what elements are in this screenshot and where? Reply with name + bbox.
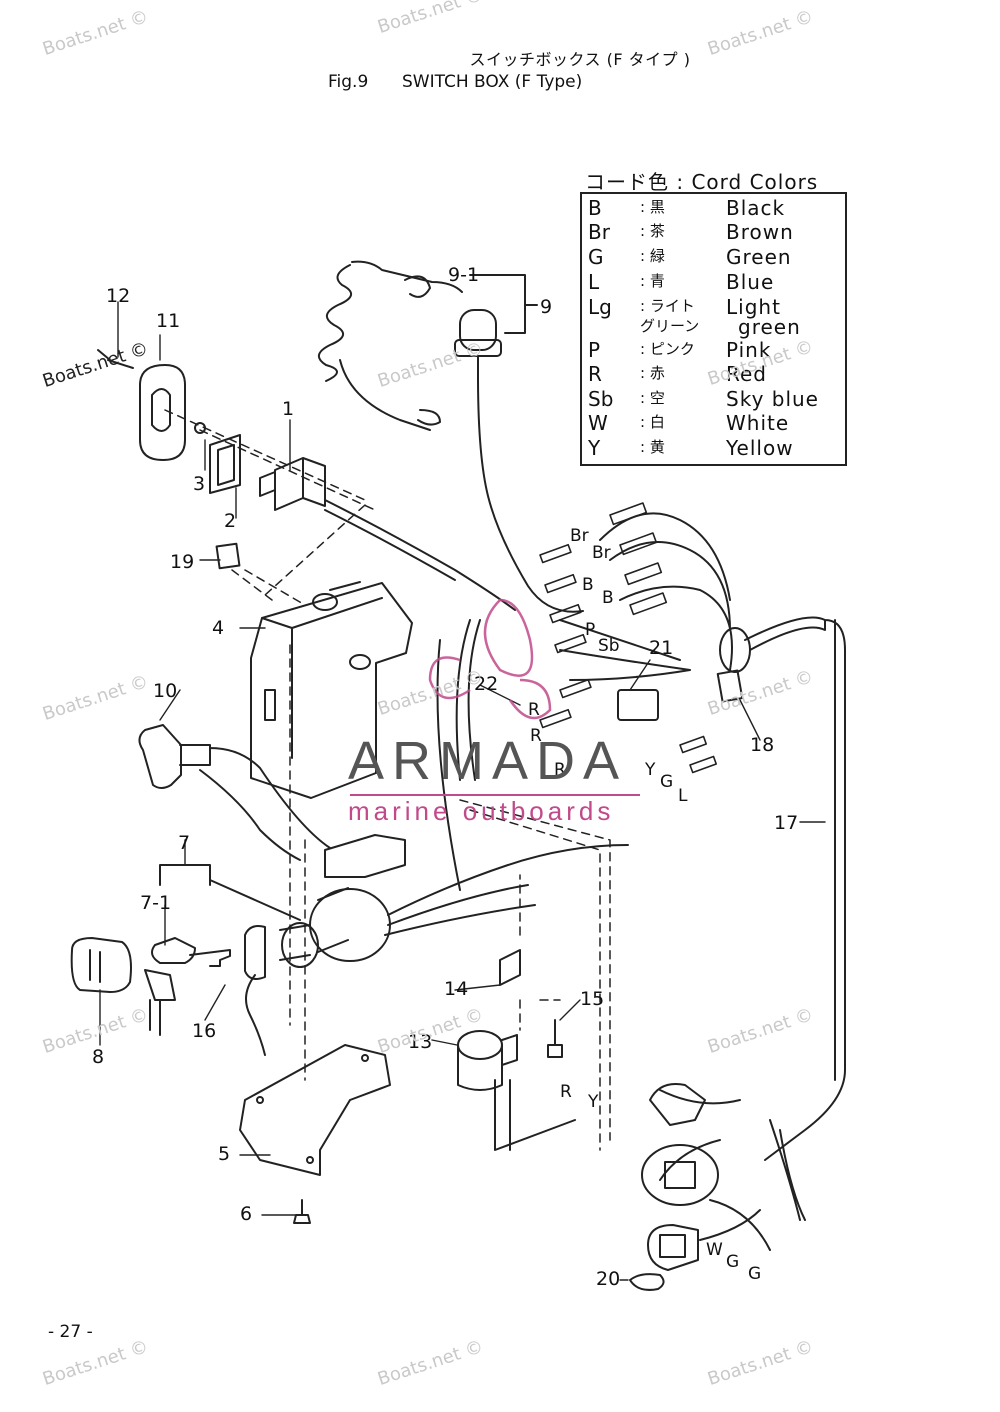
color-jp: : 茶 [640, 222, 665, 240]
title-japanese: スイッチボックス (F タイプ ) [469, 50, 691, 69]
color-jp: : 青 [640, 272, 665, 290]
color-name: Brown [726, 220, 794, 244]
brand-name: ARMADA [348, 731, 628, 791]
page-number: - 27 - [48, 1322, 93, 1342]
color-jp: : 緑 [640, 247, 665, 265]
wire-label-y: Y [645, 760, 656, 780]
part-callout-18: 18 [750, 734, 775, 756]
color-code: Y [588, 436, 601, 460]
part-callout-15: 15 [580, 988, 605, 1010]
color-code: B [588, 196, 602, 220]
color-code: L [588, 270, 600, 294]
wire-label-b: B [602, 588, 614, 608]
part-callout-4: 4 [212, 617, 225, 639]
part-callout-17: 17 [774, 812, 799, 834]
part-callout-16: 16 [192, 1020, 217, 1042]
wire-label-w: W [706, 1240, 723, 1260]
color-name: White [726, 411, 790, 435]
switch-box-body [250, 582, 413, 799]
coil-cord [318, 260, 463, 431]
plate-5 [239, 1044, 391, 1176]
color-jp: : 赤 [640, 364, 665, 382]
color-name: Light [726, 295, 781, 319]
part-callout-21: 21 [649, 637, 674, 659]
color-code: Lg [588, 295, 612, 319]
wire-label-br: Br [592, 543, 611, 563]
color-name: Blue [726, 270, 775, 294]
part-callout-2: 2 [224, 510, 237, 532]
color-jp: グリーン [640, 317, 700, 335]
color-jp: : ピンク [640, 340, 695, 358]
wire-label-r: R [554, 760, 566, 780]
part-callout-14: 14 [444, 978, 469, 1000]
legend-title: コード色 : Cord Colors [585, 170, 819, 194]
part-callout-10: 10 [153, 680, 178, 702]
color-name: Yellow [726, 436, 794, 460]
color-jp: : 黒 [640, 198, 665, 216]
part-callout-6: 6 [240, 1203, 253, 1225]
color-name: Sky blue [726, 387, 819, 411]
figure-number: Fig.9 [328, 72, 369, 92]
wire-label-sb: Sb [598, 636, 620, 656]
wire-label-b: B [582, 575, 594, 595]
wire-label-g: G [726, 1252, 740, 1272]
part-callout-5: 5 [218, 1143, 231, 1165]
wire-label-p: P [585, 620, 596, 640]
color-name: Black [726, 196, 786, 220]
part-callout-9-1: 9-1 [448, 264, 480, 286]
part-callout-8: 8 [92, 1046, 105, 1068]
wire-label-r: R [530, 726, 542, 746]
color-name: green [738, 315, 801, 339]
part-callout-19: 19 [170, 551, 195, 573]
part-callout-12: 12 [106, 285, 131, 307]
color-jp: : ライト [640, 297, 695, 315]
part-callout-13: 13 [408, 1031, 433, 1053]
wire-label-y: Y [588, 1092, 599, 1112]
bracket-11 [139, 364, 186, 461]
wire-label-br: Br [570, 526, 589, 546]
color-name: Red [726, 362, 767, 386]
part-callout-20: 20 [596, 1268, 621, 1290]
color-code: W [588, 411, 608, 435]
color-name: Pink [726, 338, 772, 362]
color-code: Sb [588, 387, 614, 411]
color-code: Br [588, 220, 610, 244]
lanyard-clip [404, 275, 441, 426]
part-callout-3: 3 [193, 473, 206, 495]
color-code: P [588, 338, 601, 362]
part-callout-1: 1 [282, 398, 295, 420]
color-code: G [588, 245, 604, 269]
wire-label-l: L [678, 786, 688, 806]
part-callout-7: 7 [178, 832, 191, 854]
color-jp: : 黄 [640, 438, 665, 456]
wire-label-r: R [528, 700, 540, 720]
armada-logo-mark [428, 598, 552, 720]
color-jp: : 白 [640, 413, 665, 431]
brand-subtitle: marine outboards [348, 796, 615, 826]
wire-label-r: R [560, 1082, 572, 1102]
color-code: R [588, 362, 602, 386]
part-callout-9: 9 [540, 296, 553, 318]
figure-title: SWITCH BOX (F Type) [402, 72, 583, 92]
part-callout-7-1: 7-1 [140, 892, 172, 914]
color-jp: : 空 [640, 389, 665, 407]
wire-label-g: G [748, 1264, 762, 1284]
part-callout-22: 22 [474, 673, 499, 695]
wire-label-g: G [660, 772, 674, 792]
part-callout-11: 11 [156, 310, 181, 332]
color-name: Green [726, 245, 792, 269]
